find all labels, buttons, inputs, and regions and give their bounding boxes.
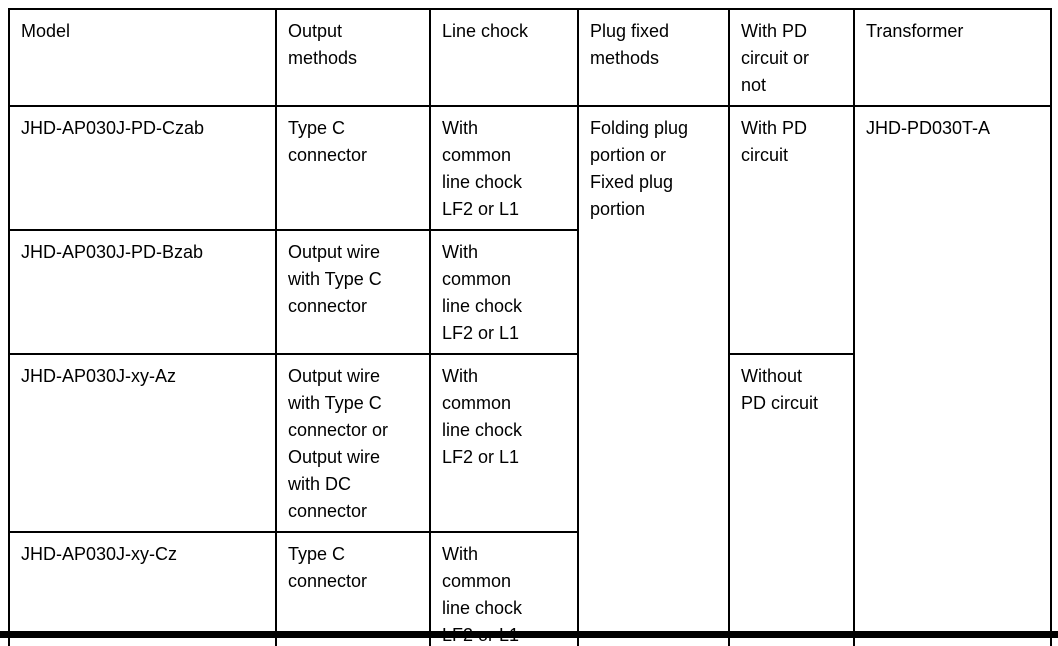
header-model: Model <box>8 8 277 107</box>
cell-transformer: JHD-PD030T-A <box>853 105 1052 646</box>
cell-output-methods-2: Output wire with Type C connector <box>275 229 431 355</box>
cell-line-chock-3: With common line chock LF2 or L1 <box>429 353 579 533</box>
cell-model-2: JHD-AP030J-PD-Bzab <box>8 229 277 355</box>
thick-bottom-rule <box>0 631 1058 638</box>
table-row: JHD-AP030J-xy-Cz Type C connector With c… <box>8 531 1051 646</box>
cell-output-methods-1: Type C connector <box>275 105 431 231</box>
header-pd-circuit: With PD circuit or not <box>728 8 855 107</box>
cell-line-chock-1: With common line chock LF2 or L1 <box>429 105 579 231</box>
header-output-methods: Output methods <box>275 8 431 107</box>
cell-plug-fixed-methods: Folding plug portion or Fixed plug porti… <box>577 105 730 646</box>
cell-output-methods-4: Type C connector <box>275 531 431 646</box>
cell-output-methods-3: Output wire with Type C connector or Out… <box>275 353 431 533</box>
spec-table: Model Output methods Line chock Plug fix… <box>8 8 1052 646</box>
cell-without-pd-circuit: Without PD circuit <box>728 353 855 646</box>
table-row: JHD-AP030J-PD-Czab Type C connector With… <box>8 105 1052 646</box>
table-row: JHD-AP030J-PD-Bzab Output wire with Type… <box>8 229 1051 355</box>
header-line-chock: Line chock <box>429 8 579 107</box>
cell-model-1: JHD-AP030J-PD-Czab <box>8 105 277 231</box>
cell-model-4: JHD-AP030J-xy-Cz <box>8 531 277 646</box>
cell-with-pd-circuit: With PD circuit <box>728 105 855 355</box>
header-transformer: Transformer <box>853 8 1052 107</box>
cell-line-chock-2: With common line chock LF2 or L1 <box>429 229 579 355</box>
header-row: Model Output methods Line chock Plug fix… <box>8 8 1052 107</box>
cell-model-3: JHD-AP030J-xy-Az <box>8 353 277 533</box>
cell-line-chock-4: With common line chock LF2 or L1 <box>429 531 579 646</box>
table-row: JHD-AP030J-xy-Az Output wire with Type C… <box>8 353 1051 646</box>
header-plug-fixed-methods: Plug fixed methods <box>577 8 730 107</box>
